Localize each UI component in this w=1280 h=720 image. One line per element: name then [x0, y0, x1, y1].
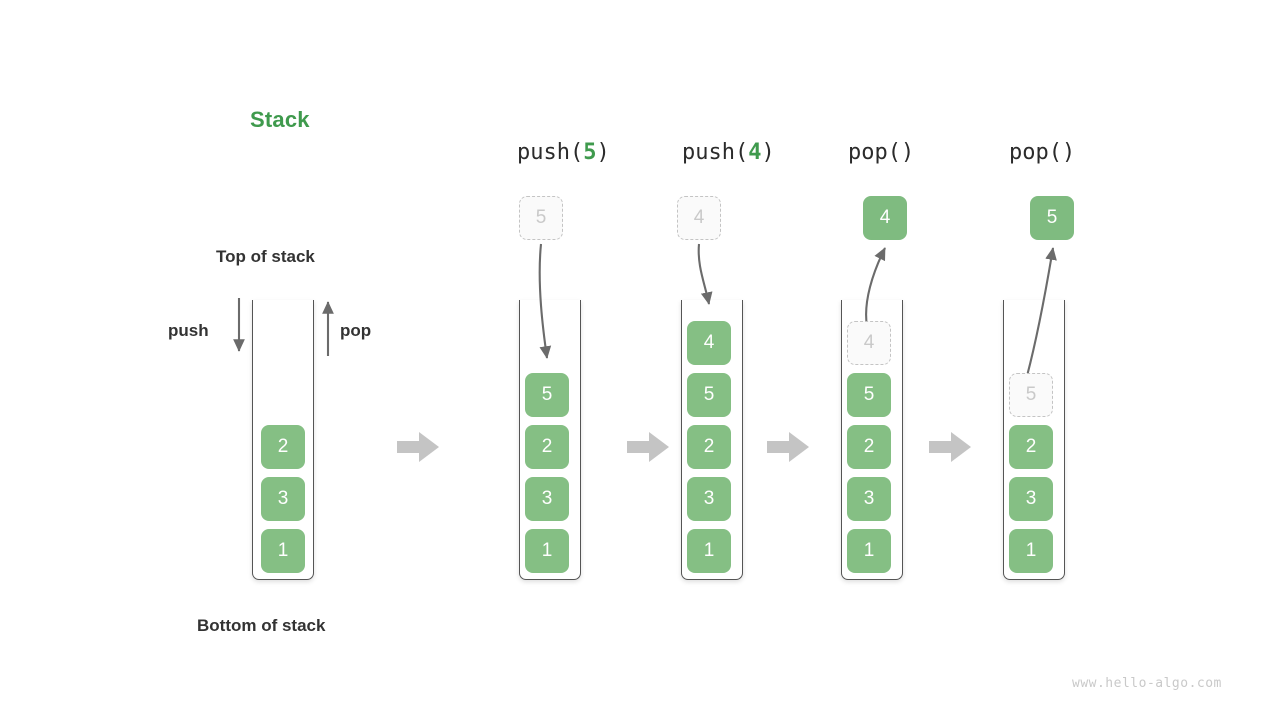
pop-motion-arrow — [865, 247, 886, 327]
operation-label-pop-2: pop() — [1009, 140, 1076, 165]
stack-item: 2 — [847, 425, 891, 469]
watermark: www.hello-algo.com — [1072, 676, 1222, 691]
pop-label: pop — [340, 321, 372, 340]
operation-label-push-5: push(5) — [517, 140, 610, 165]
bottom-of-stack-label: Bottom of stack — [197, 616, 326, 635]
stack-item: 2 — [525, 425, 569, 469]
transition-arrow-icon — [929, 432, 971, 462]
incoming-value-box: 4 — [677, 196, 721, 240]
popped-value-box: 4 — [863, 196, 907, 240]
stack-item: 3 — [1009, 477, 1053, 521]
stack-container-5 — [1003, 300, 1065, 580]
stack-item: 3 — [687, 477, 731, 521]
stack-item: 2 — [261, 425, 305, 469]
push-motion-arrow — [538, 243, 552, 359]
transition-arrow-icon — [767, 432, 809, 462]
transition-arrow-icon — [627, 432, 669, 462]
stack-container-3 — [681, 300, 743, 580]
operation-label-push-4: push(4) — [682, 140, 775, 165]
popped-value-box: 5 — [1030, 196, 1074, 240]
stack-item: 2 — [1009, 425, 1053, 469]
stack-item: 3 — [261, 477, 305, 521]
stack-container-2 — [519, 300, 581, 580]
stack-item: 1 — [1009, 529, 1053, 573]
top-of-stack-label: Top of stack — [216, 247, 315, 266]
incoming-value-box: 5 — [519, 196, 563, 240]
stack-container-1 — [252, 300, 314, 580]
stack-item: 1 — [687, 529, 731, 573]
ghost-stack-item: 4 — [847, 321, 891, 365]
stack-item: 3 — [525, 477, 569, 521]
transition-arrow-icon — [397, 432, 439, 462]
push-motion-arrow — [697, 243, 713, 305]
stack-item: 2 — [687, 425, 731, 469]
push-label: push — [168, 321, 209, 340]
stack-item: 4 — [687, 321, 731, 365]
stack-container-4 — [841, 300, 903, 580]
operation-label-pop-1: pop() — [848, 140, 915, 165]
page-title: Stack — [250, 107, 310, 132]
stack-item: 5 — [525, 373, 569, 417]
stack-item: 1 — [261, 529, 305, 573]
push-pop-direction-arrows — [233, 298, 334, 356]
stack-item: 5 — [687, 373, 731, 417]
stack-item: 1 — [525, 529, 569, 573]
stack-item: 5 — [847, 373, 891, 417]
pop-motion-arrow — [1025, 247, 1057, 377]
stack-item: 1 — [847, 529, 891, 573]
ghost-stack-item: 5 — [1009, 373, 1053, 417]
stack-item: 3 — [847, 477, 891, 521]
